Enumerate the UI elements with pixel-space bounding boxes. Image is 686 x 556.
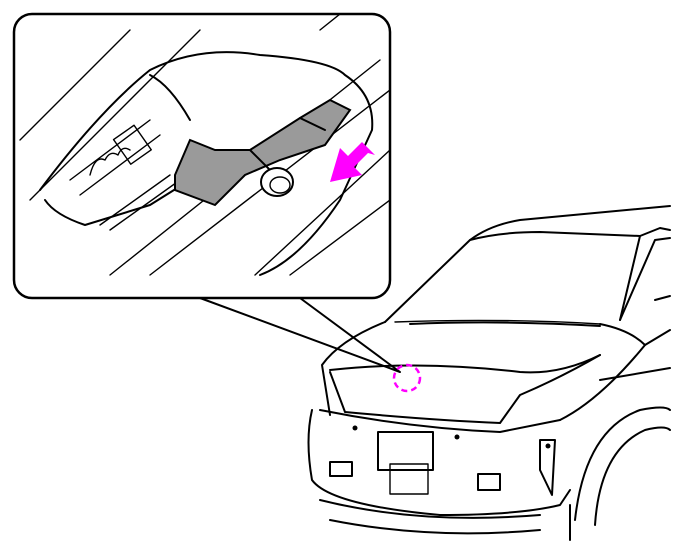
sensor-dot [454,434,460,440]
callout-pointer [199,297,401,373]
fog-light-left [329,461,353,477]
car-front-view [307,205,671,541]
detail-callout [12,12,392,300]
push-direction-arrow [330,142,375,182]
bolt-hole [260,167,294,197]
release-location-circle [392,363,422,393]
license-plate [377,431,434,471]
hood-release-lever [174,98,352,207]
fog-light-right [477,473,501,491]
sensor-dot [352,425,358,431]
